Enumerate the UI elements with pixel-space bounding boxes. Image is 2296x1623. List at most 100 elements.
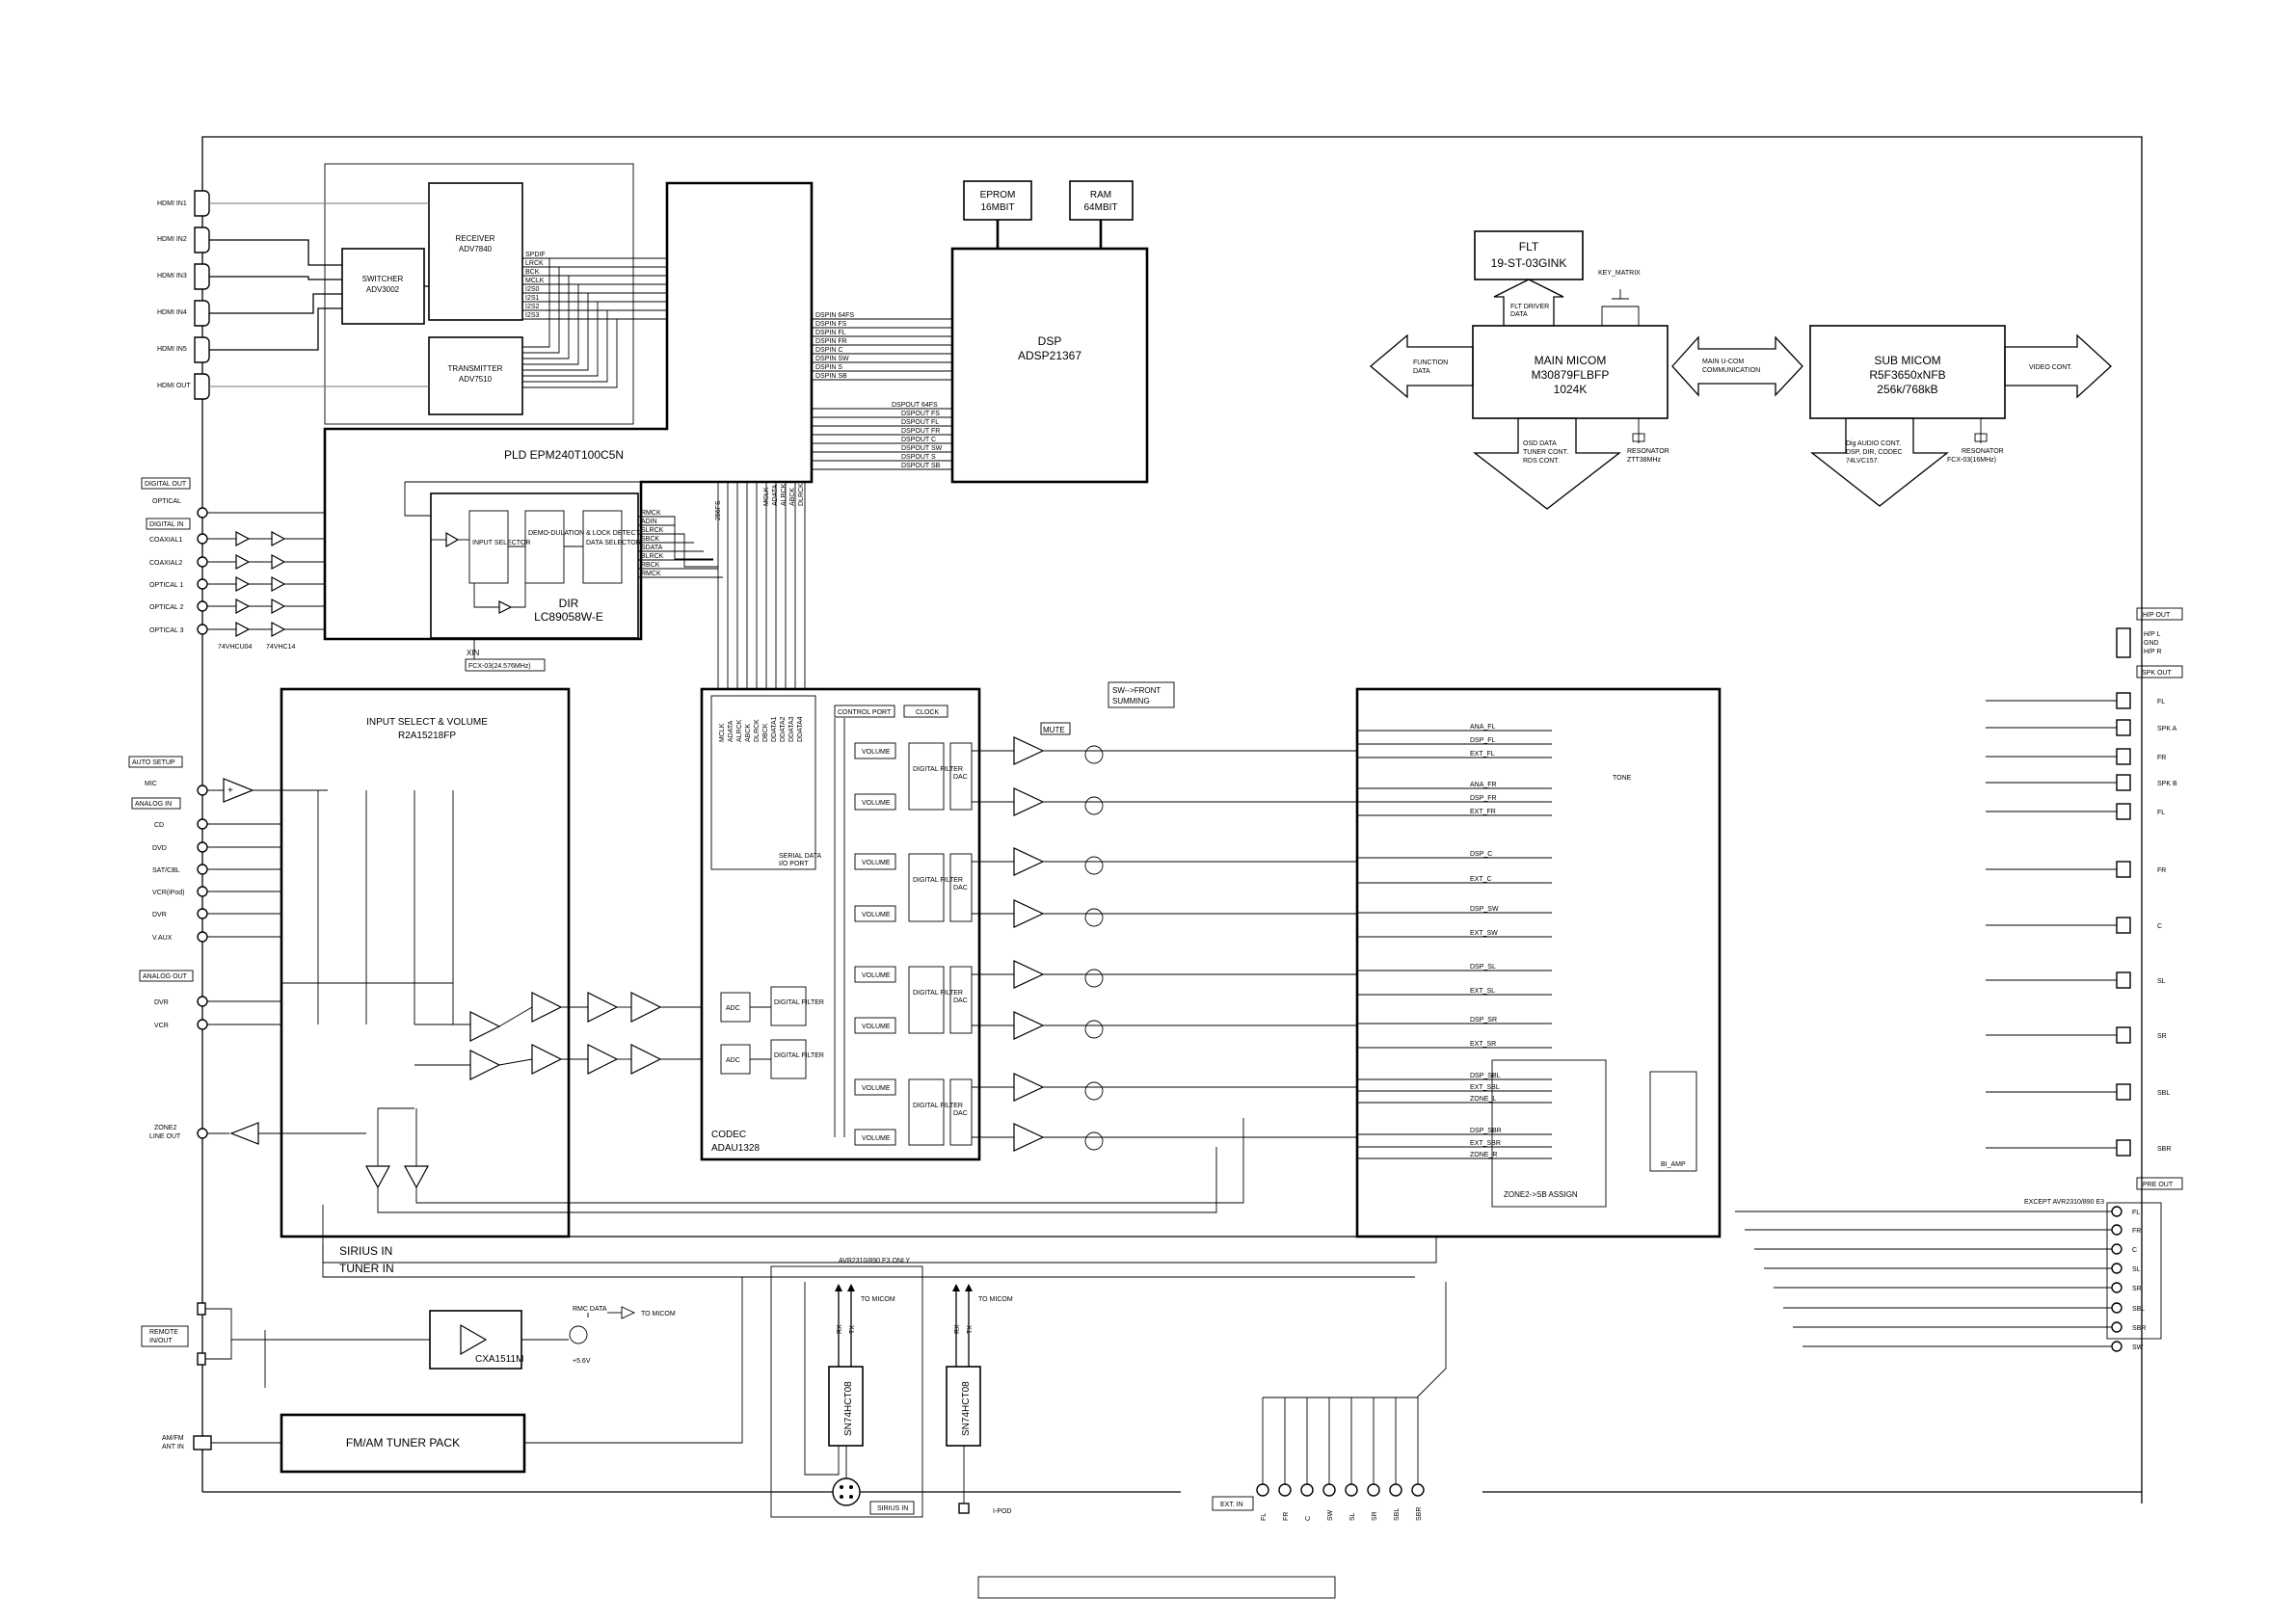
optical-out-label: OPTICAL xyxy=(152,498,181,505)
mute-transistor xyxy=(1084,745,1104,764)
osd-data-l2: TUNER CONT. xyxy=(1523,449,1568,456)
dsp-part: ADSP21367 xyxy=(1018,349,1081,362)
input-select-section: INPUT SELECT & VOLUME R2A15218FP AUTO SE… xyxy=(128,687,1244,1238)
micom-section: FLT 19-ST-03GINK FLT DRIVER DATA KEY_MAT… xyxy=(1369,230,2112,510)
sw-front-l1: SW-->FRONT xyxy=(1112,686,1161,695)
sig-mclk: MCLK xyxy=(525,278,545,284)
spk-out-label: SPK OUT xyxy=(2142,670,2172,677)
spk-terminal xyxy=(2116,971,2131,989)
dirsig-2: SLRCK xyxy=(641,527,664,534)
ext-label-1: FR xyxy=(1283,1512,1290,1521)
lpf-amp xyxy=(1013,1011,1045,1040)
pre-out-label-4: SR xyxy=(2132,1286,2142,1292)
transmitter-name: TRANSMITTER xyxy=(448,364,503,373)
assign-label-dsp-sr: DSP_SR xyxy=(1470,1017,1497,1024)
switcher-name: SWITCHER xyxy=(362,275,404,283)
vaux-label: V.AUX xyxy=(152,935,173,942)
receiver-signals: SPDIF LRCK BCK MCLK I2S0 I2S1 I2S2 I2S3 xyxy=(522,252,667,388)
receiver-part: ADV7840 xyxy=(459,245,493,253)
codec-ddata3: DDATA3 xyxy=(788,716,795,742)
hdmi-in4-label: HDMI IN4 xyxy=(157,309,187,316)
sirius-in-label: SIRIUS IN xyxy=(339,1244,392,1258)
codec-dlrck: DLRCK xyxy=(754,719,761,742)
flt-box xyxy=(1474,230,1584,280)
spk-label-9: SBL xyxy=(2157,1090,2170,1097)
pre-out-jack xyxy=(2111,1243,2122,1255)
adc-filter-2: DIGITAL FILTER xyxy=(774,1052,824,1059)
dir-input-selector: INPUT SELECTOR xyxy=(472,540,530,546)
pre-out-label-6: SBR xyxy=(2132,1325,2146,1332)
assign-label-dsp-fl: DSP_FL xyxy=(1470,737,1496,744)
codec-abck: ABCK xyxy=(745,724,752,742)
dirsig-3: SBCK xyxy=(641,536,659,543)
ext-label-6: SBL xyxy=(1394,1508,1401,1521)
bus-mclk: MCLK xyxy=(763,487,770,506)
assign-label-dsp-sw: DSP_SW xyxy=(1470,906,1499,913)
dspout-1: DSPOUT FS xyxy=(901,411,940,417)
assign-labels: ANA_FLDSP_FLEXT_FLANA_FRDSP_FREXT_FRDSP_… xyxy=(1357,724,1552,1159)
ext-jack xyxy=(1256,1483,1269,1497)
dsp-name: DSP xyxy=(1038,334,1062,348)
lpf-amp xyxy=(1013,1123,1045,1152)
assign-box xyxy=(1355,687,1722,1238)
dspin-7: DSPIN SB xyxy=(815,373,847,380)
remote-l1: REMOTE xyxy=(149,1329,178,1336)
channel-rows xyxy=(972,736,1357,1152)
pre-out-jack xyxy=(2111,1206,2122,1217)
assign-section: ANA_FLDSP_FLEXT_FLANA_FRDSP_FREXT_FRDSP_… xyxy=(1355,687,1722,1238)
dac-2: DAC xyxy=(953,885,968,891)
spk-terminal xyxy=(2116,774,2131,791)
codec-ddata4: DDATA4 xyxy=(797,716,804,742)
spk-label-2: FR xyxy=(2157,755,2166,761)
buffer-ic-1: 74VHCU04 xyxy=(218,644,253,651)
ext-label-2: C xyxy=(1305,1516,1312,1521)
assign-label-ext-sr: EXT_SR xyxy=(1470,1041,1496,1048)
codec-part: ADAU1328 xyxy=(711,1143,760,1154)
ucom-comm-l2: COMMUNICATION xyxy=(1702,367,1760,374)
dsp-box xyxy=(950,247,1149,484)
codec-alrck: ALRCK xyxy=(736,719,743,742)
ext-jack xyxy=(1278,1483,1292,1497)
xin-crystal: FCX-03(24.576MHz) xyxy=(468,663,531,670)
rmc-to-micom: TO MICOM xyxy=(641,1311,676,1317)
pre-out-jack xyxy=(2111,1302,2122,1314)
hdmi-section: SWITCHER ADV3002 RECEIVER ADV7840 TRANSM… xyxy=(157,163,667,425)
codec-mclk: MCLK xyxy=(719,723,726,742)
lpf-amp xyxy=(1013,736,1045,765)
lpf-amp xyxy=(1013,960,1045,989)
adc-filter-1: DIGITAL FILTER xyxy=(774,999,824,1006)
vol-4: VOLUME xyxy=(862,912,891,918)
assign-label-ext-sbr: EXT_SBR xyxy=(1470,1140,1501,1147)
ext-label-7: SBR xyxy=(1416,1507,1423,1521)
dspout-6: DSPOUT S xyxy=(901,454,936,461)
mute-transistor xyxy=(1084,969,1104,988)
switcher-box xyxy=(341,248,425,325)
pre-out-label: PRE OUT xyxy=(2143,1182,2174,1188)
ram-size: 64MBIT xyxy=(1083,202,1117,213)
ext-jack xyxy=(1389,1483,1402,1497)
bi-amp-label: BI_AMP xyxy=(1661,1161,1686,1168)
optical2-label: OPTICAL 2 xyxy=(149,604,184,611)
vol-5: VOLUME xyxy=(862,972,891,979)
dir-section: INPUT SELECTOR DEMO-DULATION & LOCK DETE… xyxy=(404,481,723,672)
osd-data-arrow xyxy=(1473,417,1621,510)
assign-label-ext-c: EXT_C xyxy=(1470,876,1492,883)
analog-to-codec xyxy=(561,992,721,1075)
pre-out-jack xyxy=(2111,1341,2122,1352)
spk-terminal xyxy=(2116,803,2131,820)
hp-gnd: GND xyxy=(2144,640,2159,647)
resonator-main-l1: RESONATOR xyxy=(1627,448,1669,455)
spk-label-7: SL xyxy=(2157,978,2166,985)
dir-box xyxy=(430,492,639,639)
mic-amp-plus: + xyxy=(227,785,233,796)
key-matrix-label: KEY_MATRIX xyxy=(1598,270,1641,277)
sn74-part-2: SN74HCT08 xyxy=(961,1381,972,1436)
sub-micom-name: SUB MICOM xyxy=(1874,354,1940,367)
codec-name: CODEC xyxy=(711,1130,746,1140)
spk-label-8: SR xyxy=(2157,1033,2167,1040)
mute-transistor xyxy=(1084,796,1104,815)
ext-label-5: SR xyxy=(1372,1511,1378,1521)
spk-label-6: C xyxy=(2157,923,2162,930)
